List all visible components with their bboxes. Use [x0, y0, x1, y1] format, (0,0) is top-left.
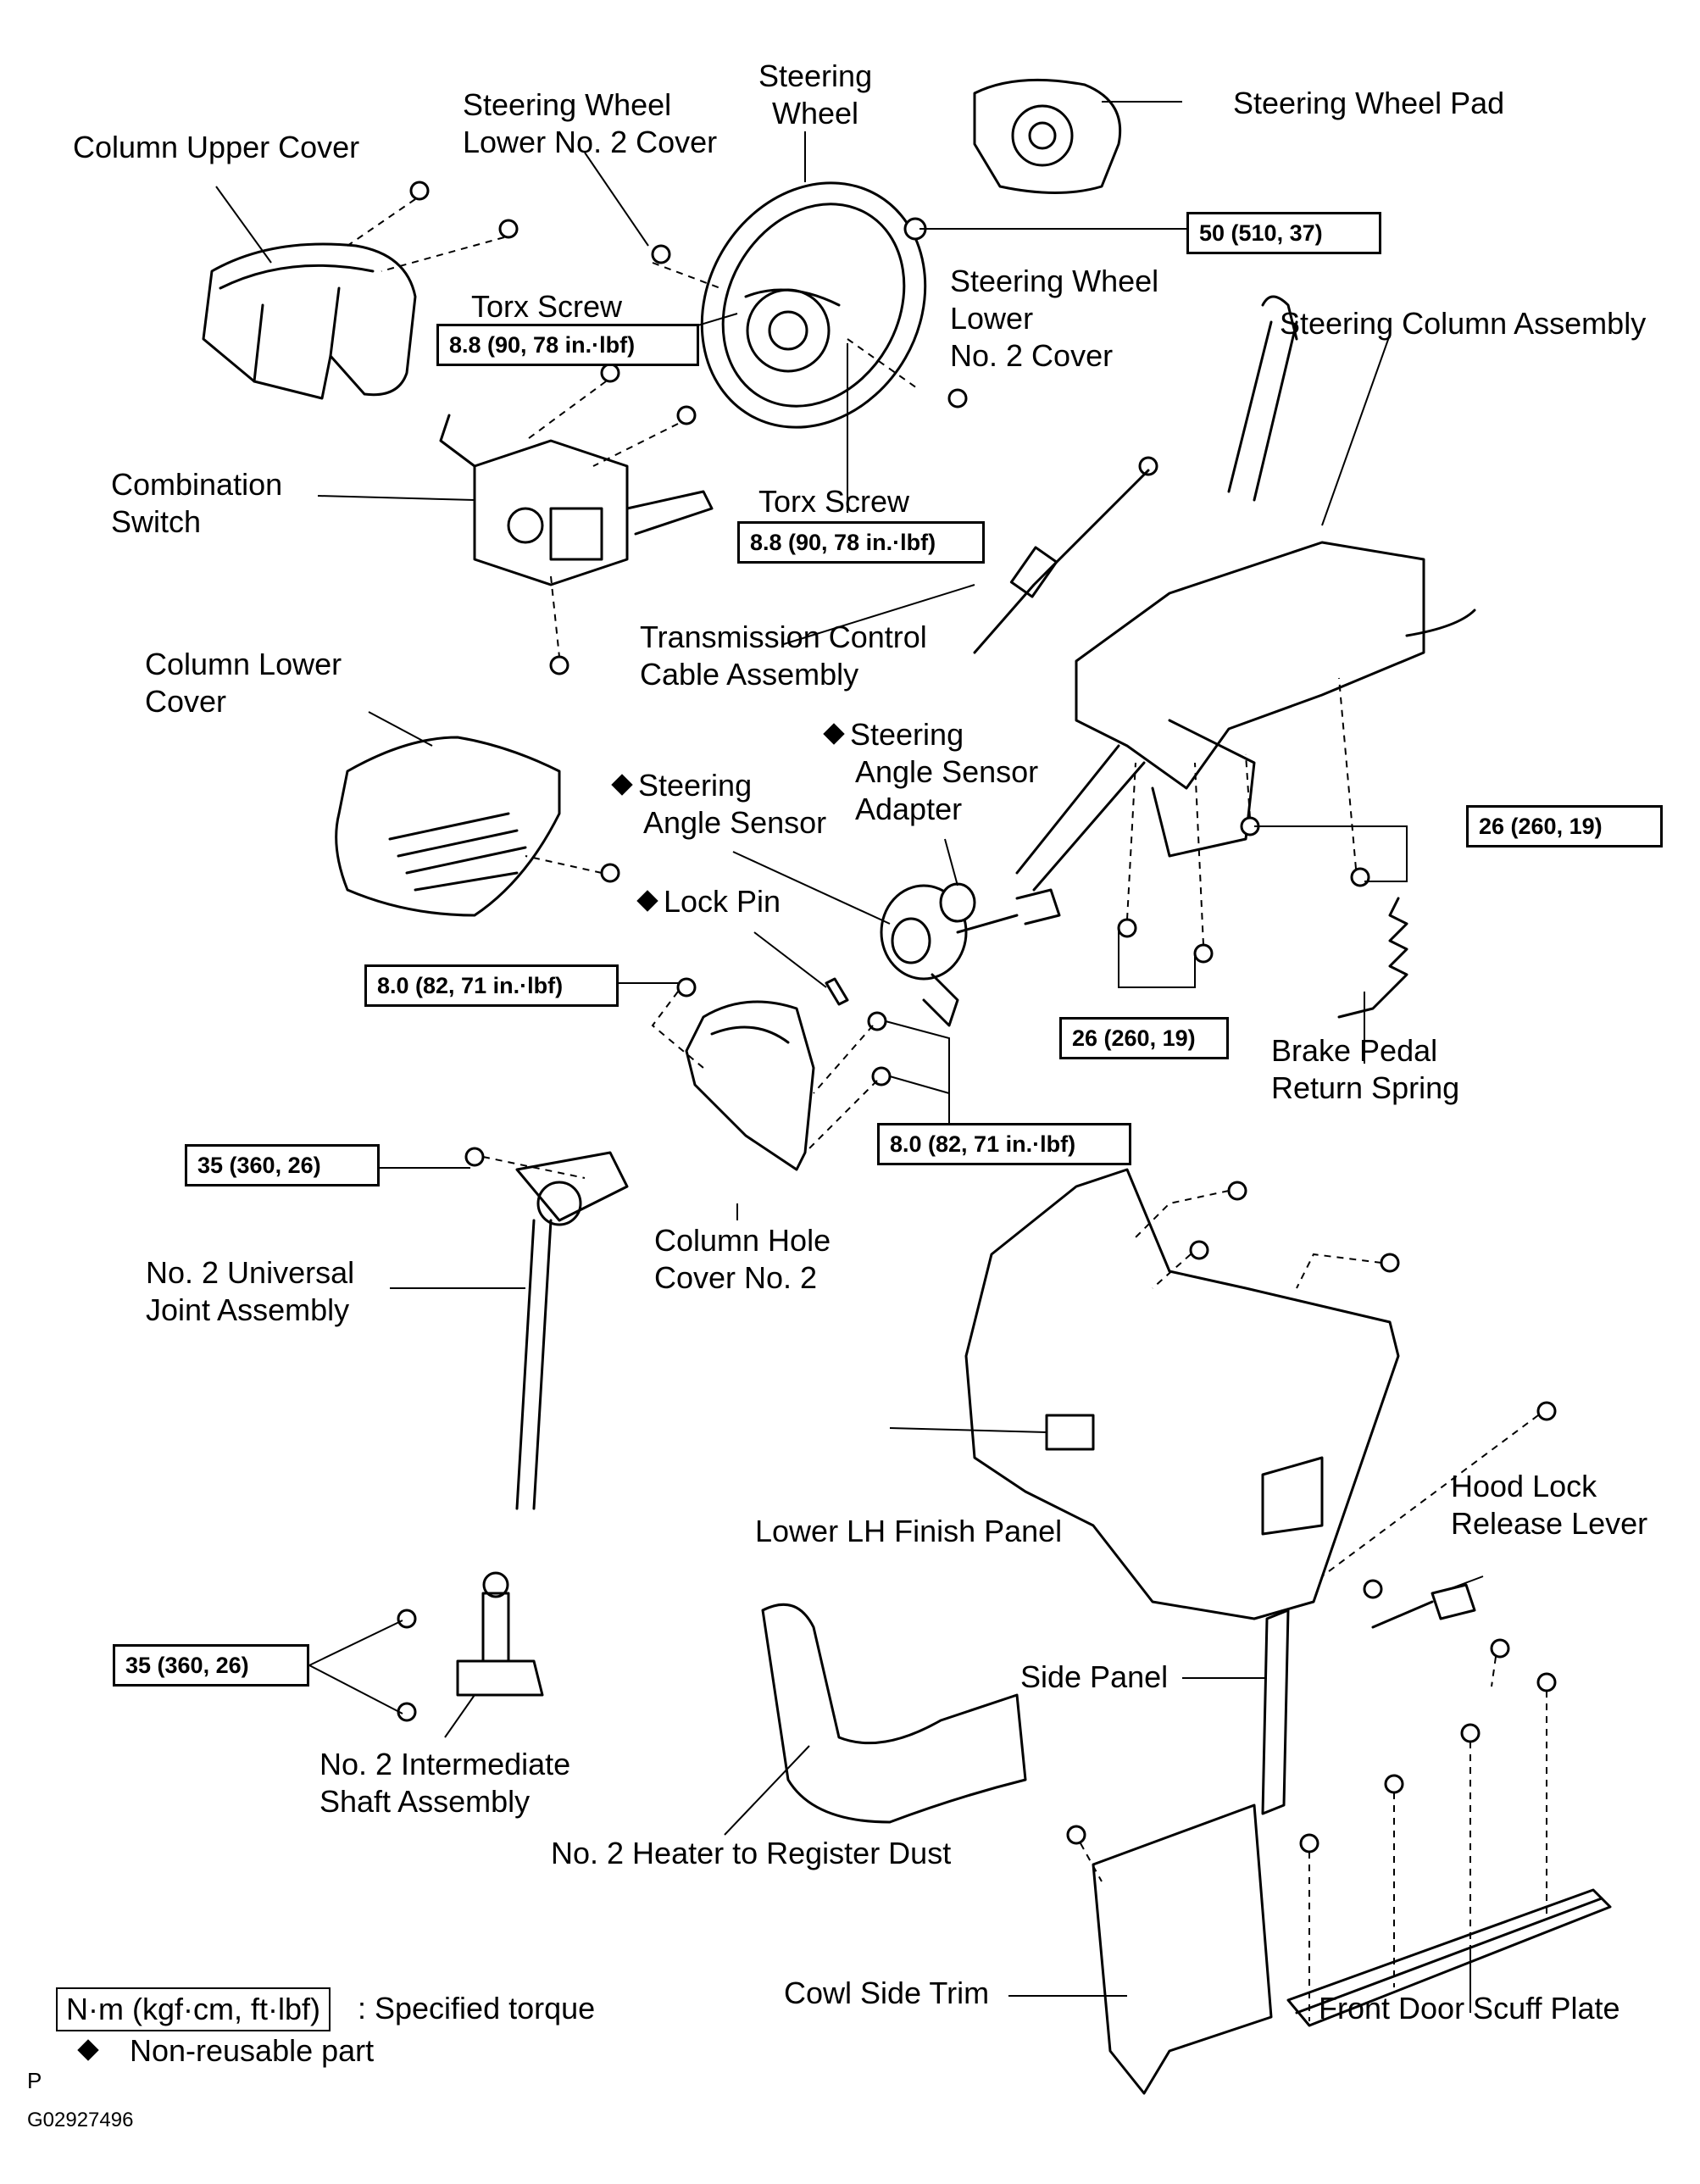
column-hole-cover-part — [685, 1000, 815, 1171]
label-line: Steering Wheel — [463, 87, 672, 122]
torque-box-8-0-right: 8.0 (82, 71 in.·lbf) — [877, 1123, 1131, 1165]
black-diamond-icon — [823, 723, 845, 745]
label-line: Release Lever — [1451, 1506, 1648, 1541]
transmission-control-cable-part — [973, 456, 1158, 654]
torque-box-8-8-left: 8.8 (90, 78 in.·lbf) — [436, 324, 699, 366]
steering-wheel-pad-part — [973, 78, 1122, 194]
lock-pin-part — [825, 977, 849, 1006]
label-line: Angle Sensor — [855, 754, 1039, 789]
label-line: Steering — [758, 58, 873, 93]
steering-column-assembly-part — [1015, 295, 1476, 892]
label-column-upper-cover: Column Upper Cover — [73, 130, 360, 164]
label-column-hole-cover-no2: Column Hole Cover No. 2 — [654, 1222, 831, 1297]
label-lock-pin: Lock Pin — [636, 883, 781, 920]
label-line: Hood Lock — [1451, 1469, 1597, 1503]
label-transmission-control-cable: Transmission Control Cable Assembly — [640, 619, 927, 693]
black-diamond-icon — [77, 2039, 99, 2061]
torque-box-26-right: 26 (260, 19) — [1466, 805, 1663, 847]
label-line: Lower — [950, 301, 1034, 336]
column-lower-cover-part — [335, 736, 561, 917]
brake-pedal-return-spring-part — [1337, 897, 1408, 1019]
label-line: Joint Assembly — [146, 1292, 350, 1327]
label-line: Combination — [111, 467, 283, 502]
torque-box-35-lower: 35 (360, 26) — [113, 1644, 309, 1687]
label-column-lower-cover: Column Lower Cover — [145, 646, 342, 720]
legend-specified-torque: : Specified torque — [358, 1991, 596, 2026]
combination-switch-part — [439, 414, 714, 586]
steering-wheel-part — [700, 181, 927, 429]
label-line: Wheel — [772, 96, 859, 131]
assembly-lines — [347, 198, 1547, 2021]
label-hood-lock-release-lever: Hood Lock Release Lever — [1451, 1468, 1647, 1542]
label-no2-universal-joint: No. 2 Universal Joint Assembly — [146, 1254, 354, 1329]
label-line: Switch — [111, 504, 202, 539]
label-line: Adapter — [855, 792, 963, 826]
black-diamond-icon — [611, 774, 633, 796]
label-line: Cover No. 2 — [654, 1260, 818, 1295]
column-upper-cover-part — [202, 242, 417, 400]
label-line: Return Spring — [1271, 1070, 1460, 1105]
label-line: No. 2 Cover — [950, 338, 1114, 373]
label-torx-screw-left: Torx Screw — [471, 289, 623, 324]
label-line: No. 2 Universal — [146, 1255, 355, 1290]
label-line: Angle Sensor — [643, 805, 827, 840]
label-cowl-side-trim: Cowl Side Trim — [784, 1976, 990, 2010]
label-steering-wheel-lower-no2-cover-top: Steering Wheel Lower No. 2 Cover — [463, 86, 717, 161]
label-front-door-scuff-plate: Front Door Scuff Plate — [1319, 1991, 1620, 2026]
label-steering-wheel-pad: Steering Wheel Pad — [1233, 86, 1505, 120]
label-line: No. 2 Intermediate — [319, 1747, 571, 1781]
footer-letter: P — [27, 2068, 42, 2093]
legend-unit-box: N·m (kgf·cm, ft·lbf) — [56, 1987, 331, 2031]
label-line: Lower No. 2 Cover — [463, 125, 718, 159]
label-line: Cable Assembly — [640, 657, 859, 692]
steering-angle-sensor-adapter-part — [939, 882, 976, 923]
label-steering-wheel-lower-no2-cover-right: Steering Wheel Lower No. 2 Cover — [950, 263, 1158, 375]
label-line: Steering Wheel — [950, 264, 1159, 298]
cowl-side-trim-part — [1092, 1803, 1273, 2095]
label-line: Shaft Assembly — [319, 1784, 531, 1819]
torque-box-35-upper: 35 (360, 26) — [185, 1144, 380, 1186]
label-line: Transmission Control — [640, 620, 927, 654]
lower-lh-finish-panel-part — [964, 1168, 1400, 1620]
bolts — [397, 181, 1557, 1853]
front-door-scuff-plate-part — [1286, 1888, 1612, 2027]
label-combination-switch: Combination Switch — [111, 466, 282, 541]
label-lower-lh-finish-panel: Lower LH Finish Panel — [755, 1514, 1063, 1548]
heater-register-duct-part — [761, 1603, 1027, 1824]
torque-box-50: 50 (510, 37) — [1186, 212, 1381, 254]
label-line: Steering — [611, 767, 826, 804]
label-line: Column Lower — [145, 647, 342, 681]
hood-lock-release-lever-part — [1371, 1583, 1476, 1629]
label-line: Column Hole — [654, 1223, 831, 1258]
side-panel-part — [1261, 1609, 1290, 1815]
torque-box-8-0-left: 8.0 (82, 71 in.·lbf) — [364, 964, 619, 1007]
label-brake-pedal-return-spring: Brake Pedal Return Spring — [1271, 1032, 1459, 1107]
label-side-panel: Side Panel — [1020, 1659, 1169, 1694]
label-line: Brake Pedal — [1271, 1033, 1438, 1068]
torque-box-26-lower: 26 (260, 19) — [1059, 1017, 1229, 1059]
black-diamond-icon — [636, 890, 658, 912]
legend-non-reusable: Non-reusable part — [77, 2032, 374, 2070]
footer-code: G02927496 — [27, 2109, 134, 2131]
label-torx-screw-center: Torx Screw — [758, 484, 910, 519]
torque-box-8-8-center: 8.8 (90, 78 in.·lbf) — [737, 521, 985, 564]
label-no2-heater-register-duct: No. 2 Heater to Register Dust — [551, 1836, 952, 1870]
label-line: Steering — [823, 716, 1038, 753]
leader-lines — [215, 101, 1484, 2013]
universal-joint-part — [515, 1151, 629, 1510]
label-steering-column-assembly: Steering Column Assembly — [1280, 306, 1647, 341]
label-no2-intermediate-shaft: No. 2 Intermediate Shaft Assembly — [319, 1746, 570, 1820]
label-steering-angle-sensor: Steering Angle Sensor — [611, 767, 827, 842]
label-steering-wheel: Steering Wheel — [758, 58, 872, 132]
label-steering-angle-sensor-adapter: Steering Angle Sensor Adapter — [823, 716, 1039, 828]
intermediate-shaft-part — [456, 1571, 544, 1697]
label-line: Cover — [145, 684, 227, 719]
